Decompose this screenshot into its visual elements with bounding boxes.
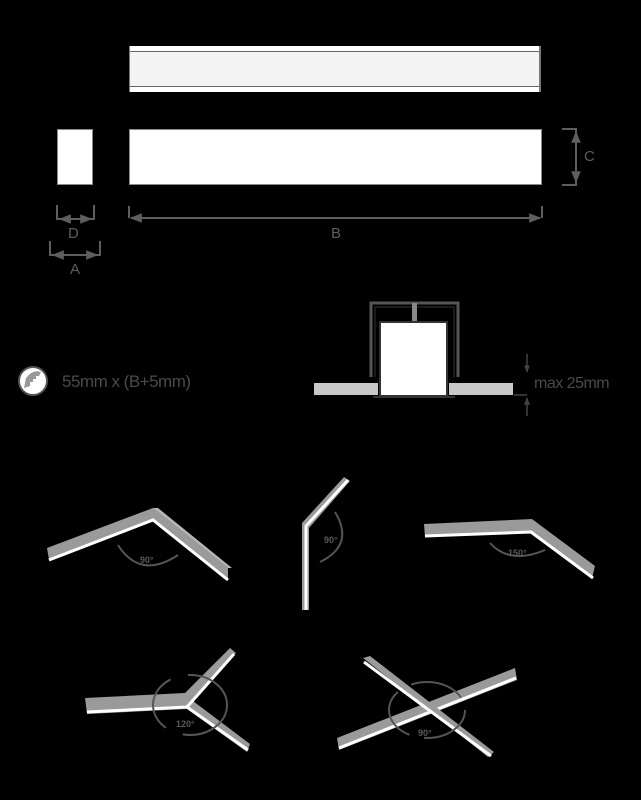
- profile-top-view: [129, 46, 541, 92]
- config-x-shape: 90°: [337, 656, 517, 758]
- ceiling-mount-diagram: [314, 301, 530, 416]
- dim-label-b: B: [331, 225, 342, 242]
- svg-text:90°: 90°: [418, 728, 432, 738]
- svg-text:90°: 90°: [324, 535, 338, 545]
- svg-text:150°: 150°: [508, 548, 527, 558]
- dim-label-c: C: [584, 148, 595, 165]
- cutout-size-text: 55mm x (B+5mm): [62, 372, 191, 391]
- config-l-shape: 90°: [47, 508, 232, 582]
- profile-side-view: [129, 129, 542, 185]
- profile-end-view: [57, 129, 93, 185]
- dim-label-a: A: [70, 261, 81, 278]
- saw-icon: [18, 366, 48, 396]
- config-wide-bend: 150°: [424, 519, 595, 580]
- config-y-shape: 120°: [85, 648, 250, 752]
- svg-text:120°: 120°: [176, 719, 195, 729]
- max-ceiling-thickness-text: max 25mm: [534, 375, 610, 392]
- dim-label-d: D: [68, 225, 79, 242]
- svg-text:90°: 90°: [140, 555, 154, 565]
- config-vertical-bend: 90°: [302, 477, 350, 610]
